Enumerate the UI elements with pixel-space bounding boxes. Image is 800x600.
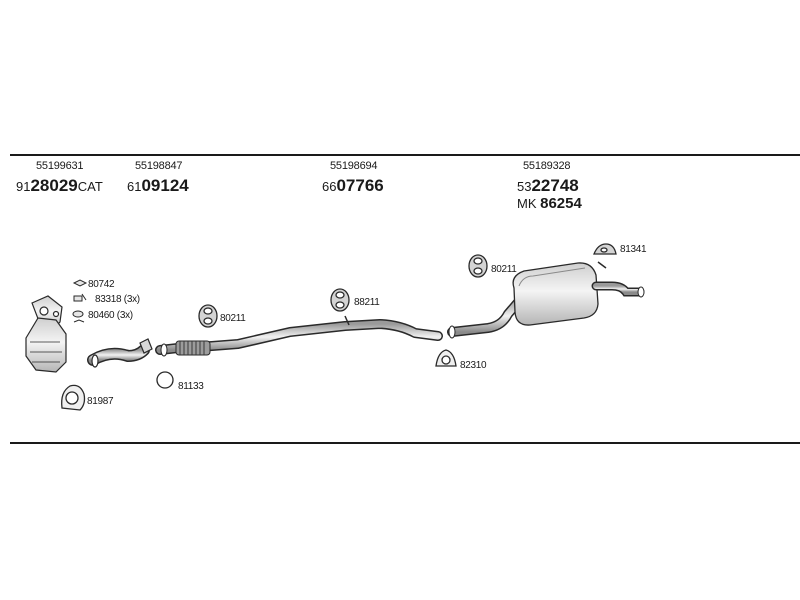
part-number-main: 09124 (141, 176, 189, 195)
top-rule (10, 154, 800, 156)
part-number-suffix: CAT (77, 179, 103, 194)
rear-silencer (447, 261, 645, 339)
ring-gasket-81133 (156, 371, 174, 389)
catalytic-converter (25, 295, 67, 373)
label-82310: 82310 (460, 360, 487, 371)
oem-number-2: 55198847 (135, 160, 183, 172)
oem-number-4: 55189328 (523, 160, 571, 172)
part-number-prefix: 53 (517, 179, 532, 194)
label-81987: 81987 (87, 396, 114, 407)
label-81341: 81341 (620, 244, 647, 255)
rubber-hanger-80211-left (198, 304, 218, 328)
middle-pipe (155, 315, 443, 357)
mounting-kit-prefix: MK (517, 196, 537, 211)
rubber-hanger-81341 (593, 243, 617, 255)
part-number-rear-silencer: 5322748 (517, 177, 579, 195)
front-pipe (87, 338, 153, 368)
rubber-hanger-80211-right (468, 254, 488, 278)
part-number-main: 22748 (531, 176, 579, 195)
part-number-prefix: 61 (127, 179, 142, 194)
gasket-81987 (61, 384, 86, 411)
label-80742: 80742 (88, 279, 115, 290)
label-80211-right: 80211 (491, 264, 517, 275)
part-number-catalyst: 9128029CAT (16, 177, 103, 195)
part-number-prefix: 66 (322, 179, 337, 194)
label-83318: 83318 (3x) (95, 294, 140, 305)
mounting-kit-number: MK 86254 (517, 195, 582, 212)
part-number-front-pipe: 6109124 (127, 177, 189, 195)
clamp-82310 (435, 349, 457, 367)
part-number-middle-pipe: 6607766 (322, 177, 384, 195)
oem-number-3: 55198694 (330, 160, 378, 172)
part-number-main: 28029 (30, 176, 78, 195)
label-80211-left: 80211 (220, 313, 246, 324)
part-number-prefix: 91 (16, 179, 31, 194)
label-80460: 80460 (3x) (88, 310, 133, 321)
part-number-main: 07766 (336, 176, 384, 195)
label-88211: 88211 (354, 297, 380, 308)
bottom-rule (10, 442, 800, 444)
mounting-kit-code: 86254 (540, 195, 582, 212)
label-81133: 81133 (178, 381, 204, 392)
rubber-hanger-88211 (330, 288, 350, 312)
oem-number-1: 55199631 (36, 160, 84, 172)
sensor-bolt-group (72, 279, 88, 323)
